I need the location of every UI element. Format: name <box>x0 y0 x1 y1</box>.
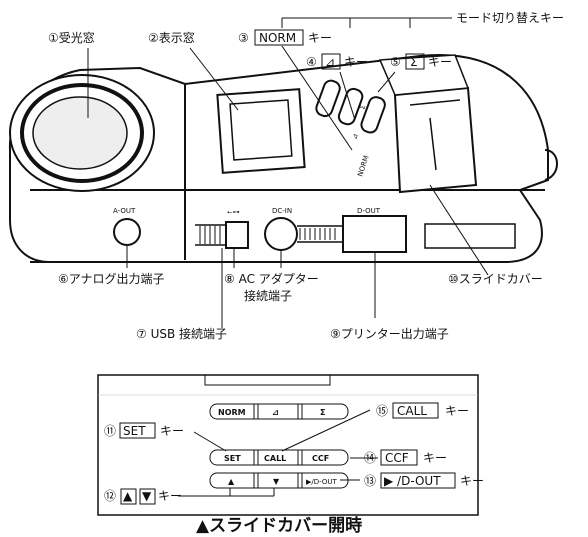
panel-dout-key: ▶/D-OUT <box>306 478 337 486</box>
delta-key-box <box>321 53 341 70</box>
down-arrow-box <box>139 488 156 505</box>
up-arrow-box <box>120 488 137 505</box>
device-norm-key <box>360 96 386 134</box>
label-ac-adapter-1: ⑧ AC アダプター <box>224 271 319 286</box>
label-receptor-window: ①受光窓 <box>48 30 95 45</box>
sigma-key-box <box>405 53 425 70</box>
label-set-box: SET <box>123 424 146 438</box>
panel-up-key: ▲ <box>228 477 235 486</box>
analog-port-shape <box>113 218 141 246</box>
panel-leader-lines <box>178 409 378 497</box>
label-analog-output: ⑥アナログ出力端子 <box>58 272 165 286</box>
label-dout-suffix: キー <box>460 474 484 488</box>
label-set-suffix: キー <box>160 424 184 438</box>
label-sigma-num: ⑤ <box>390 55 401 69</box>
norm-key-box <box>254 29 304 46</box>
dc-in-marking: DC-IN <box>272 207 292 215</box>
slide-cover-shape <box>393 86 478 194</box>
usb-symbol-icon: ⭠⊶ <box>227 208 240 216</box>
up-arrow-icon: ▲ <box>123 489 133 503</box>
device-illustration <box>8 54 558 263</box>
label-norm-suffix: キー <box>308 31 332 45</box>
dout-key-box <box>380 472 456 489</box>
panel-set-key: SET <box>224 454 241 463</box>
usb-port-shape <box>225 221 249 249</box>
device-sigma-text: Σ <box>358 104 367 111</box>
receptor-dome <box>32 96 128 170</box>
panel-sigma-key: Σ <box>320 408 325 417</box>
a-out-marking: A-OUT <box>113 207 136 215</box>
caption: ▲スライドカバー開時 <box>196 515 362 536</box>
device-sigma-key <box>315 79 341 118</box>
call-key-box <box>392 402 439 419</box>
label-printer-output: ⑨プリンター出力端子 <box>330 327 449 341</box>
leader-lines <box>87 17 489 328</box>
label-display-window: ②表示窓 <box>148 30 195 45</box>
label-sigma-box: Σ <box>410 55 418 69</box>
panel-delta-key: ⊿ <box>272 408 279 417</box>
ccf-key-box <box>380 449 418 466</box>
label-call-num: ⑮ <box>376 404 388 418</box>
label-ccf-num: ⑭ <box>364 451 376 465</box>
panel-down-key: ▼ <box>273 477 280 486</box>
label-call-suffix: キー <box>445 404 469 418</box>
label-call-box: CALL <box>397 404 427 418</box>
label-ac-adapter-2: 接続端子 <box>244 288 292 303</box>
down-arrow-icon: ▼ <box>142 489 152 503</box>
d-out-marking: D-OUT <box>357 207 381 215</box>
panel-call-key: CALL <box>264 454 286 463</box>
label-ccf-box: CCF <box>385 451 409 465</box>
label-delta-box: ⊿ <box>325 55 335 69</box>
label-set-num: ⑪ <box>104 424 116 438</box>
dout-port-shape <box>342 215 407 253</box>
label-dout-num: ⑬ <box>364 474 376 488</box>
label-usb-terminal: ⑦ USB 接続端子 <box>136 326 227 341</box>
label-arrow-num: ⑫ <box>104 489 116 503</box>
label-slide-cover: ⑩スライドカバー <box>448 272 543 286</box>
label-dout-box: ▶ /D-OUT <box>384 474 441 488</box>
panel-norm-key: NORM <box>218 408 246 417</box>
set-key-box <box>119 422 156 439</box>
label-norm-num: ③ <box>238 31 249 45</box>
label-norm-box: NORM <box>259 31 296 45</box>
key-panel <box>97 374 479 516</box>
cable-hatching <box>199 226 336 244</box>
device-delta-text: ⊿ <box>350 133 359 141</box>
label-ccf-suffix: キー <box>423 451 447 465</box>
label-arrow-suffix: キー <box>158 489 182 503</box>
label-delta-suffix: キー <box>344 55 368 69</box>
label-delta-num: ④ <box>306 55 317 69</box>
panel-ccf-key: CCF <box>312 454 329 463</box>
label-mode-switch-key: モード切り替えキー <box>456 11 564 25</box>
dc-port-shape <box>264 217 298 251</box>
label-sigma-suffix: キー <box>428 55 452 69</box>
